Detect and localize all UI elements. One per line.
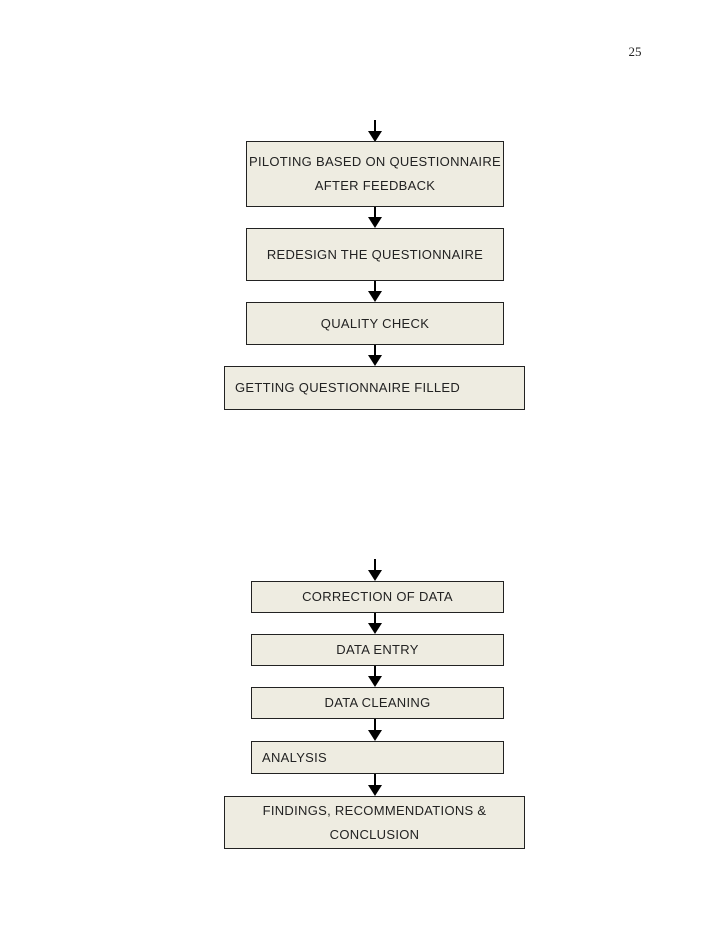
- arrow-into-piloting: [368, 120, 382, 142]
- arrow-entry-to-cleaning: [368, 666, 382, 687]
- arrow-redesign-to-quality: [368, 281, 382, 302]
- arrow-quality-to-filled: [368, 345, 382, 366]
- page-number: 25: [628, 44, 642, 59]
- step-quality-check: QUALITY CHECK: [246, 302, 504, 345]
- step-redesign-label: REDESIGN THE QUESTIONNAIRE: [266, 246, 484, 262]
- step-piloting: PILOTING BASED ON QUESTIONNAIRE AFTER FE…: [246, 141, 504, 207]
- step-data-entry-label: DATA ENTRY: [336, 642, 419, 657]
- arrow-correction-to-entry: [368, 613, 382, 634]
- arrow-piloting-to-redesign: [368, 207, 382, 228]
- step-findings: FINDINGS, RECOMMENDATIONS & CONCLUSION: [224, 796, 525, 849]
- step-getting-filled-label: GETTING QUESTIONNAIRE FILLED: [235, 380, 461, 395]
- step-correction-of-data: CORRECTION OF DATA: [251, 581, 504, 613]
- step-analysis-label: ANALYSIS: [262, 749, 328, 765]
- arrow-analysis-to-findings: [368, 774, 382, 796]
- arrow-into-correction: [368, 559, 382, 581]
- step-piloting-label: PILOTING BASED ON QUESTIONNAIRE AFTER FE…: [248, 154, 501, 193]
- step-findings-label: FINDINGS, RECOMMENDATIONS & CONCLUSION: [262, 802, 487, 842]
- step-data-entry: DATA ENTRY: [251, 634, 504, 666]
- step-data-cleaning-label: DATA CLEANING: [324, 695, 431, 710]
- arrow-cleaning-to-analysis: [368, 719, 382, 741]
- step-getting-filled: GETTING QUESTIONNAIRE FILLED: [224, 366, 525, 410]
- step-correction-of-data-label: CORRECTION OF DATA: [302, 589, 453, 604]
- step-quality-check-label: QUALITY CHECK: [320, 315, 430, 331]
- step-analysis: ANALYSIS: [251, 741, 504, 774]
- step-data-cleaning: DATA CLEANING: [251, 687, 504, 719]
- step-redesign: REDESIGN THE QUESTIONNAIRE: [246, 228, 504, 281]
